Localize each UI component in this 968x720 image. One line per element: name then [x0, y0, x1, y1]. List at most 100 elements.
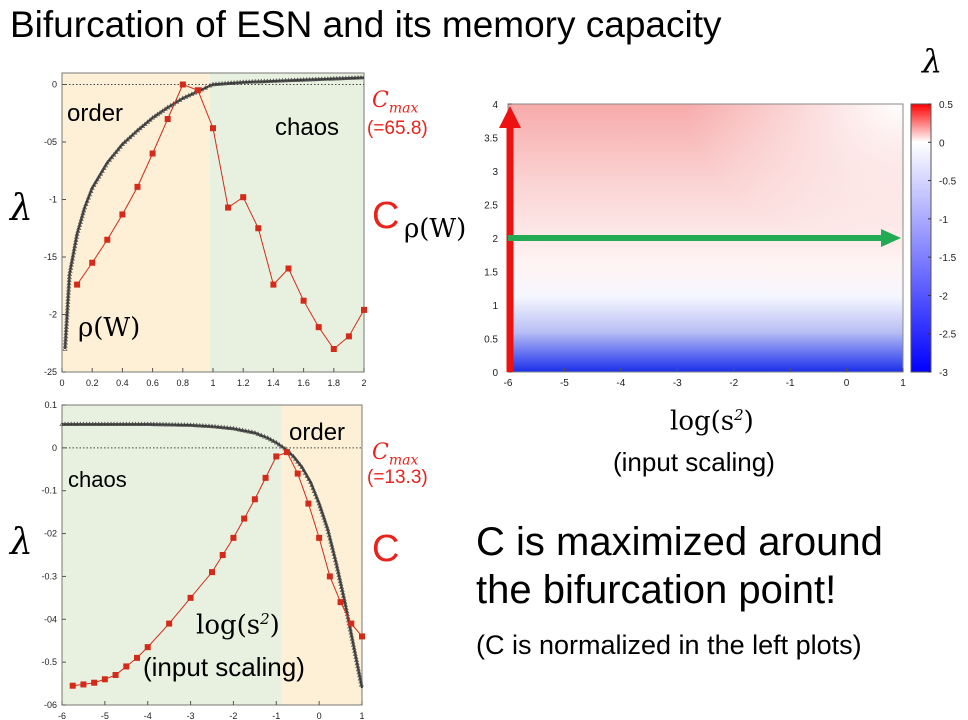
capacity-point: [273, 453, 280, 460]
capacity-point: [284, 449, 290, 456]
x-tick-label: 0.2: [86, 378, 99, 388]
colorbar-tick-label: -1: [939, 215, 948, 226]
lambda-marker: [117, 421, 123, 426]
capacity-point: [134, 183, 141, 190]
lambda-marker: [311, 488, 317, 494]
heat-y-tick-label: 0.5: [484, 335, 498, 346]
lambda-marker: [63, 324, 69, 329]
order-label-top: order: [67, 100, 124, 127]
lambda-marker: [74, 234, 80, 239]
log-s2-label-heatmap: log(s2): [670, 406, 754, 437]
lambda-marker: [94, 176, 100, 182]
lambda-marker: [246, 428, 252, 434]
lambda-marker: [90, 421, 96, 426]
lambda-marker: [252, 78, 258, 84]
lambda-marker: [91, 182, 97, 187]
lambda-marker: [129, 421, 135, 426]
lambda-marker: [215, 424, 221, 429]
lambda-marker: [105, 421, 111, 426]
capacity-point: [294, 470, 301, 477]
lambda-marker: [83, 201, 89, 206]
lambda-marker: [132, 129, 138, 135]
lambda-marker: [108, 421, 114, 426]
lambda-marker: [222, 80, 228, 86]
heat-y-tick-label: 2.5: [484, 201, 498, 212]
lambda-marker: [213, 81, 219, 86]
capacity-point: [164, 116, 171, 122]
lambda-marker: [212, 423, 218, 429]
x-tick-label: 0: [317, 711, 322, 720]
lambda-marker: [273, 78, 279, 83]
lambda-marker: [331, 551, 337, 556]
capacity-point: [80, 681, 87, 688]
lambda-marker: [99, 421, 105, 426]
lambda-marker: [267, 78, 273, 83]
capacity-line: [76, 83, 365, 350]
lambda-marker: [358, 681, 364, 687]
lambda-marker: [234, 79, 240, 85]
capacity-point: [262, 474, 269, 481]
lambda-marker: [308, 479, 314, 484]
capacity-point: [166, 620, 173, 627]
x-tick-label: -6: [58, 711, 66, 720]
lambda-marker: [66, 287, 72, 292]
cmax-value-bottom: (=13.3): [367, 467, 428, 488]
lambda-marker: [240, 427, 246, 433]
lambda-marker: [142, 421, 148, 426]
lambda-marker: [64, 318, 70, 323]
lambda-marker: [64, 315, 70, 320]
lambda-marker: [246, 79, 252, 84]
lambda-marker: [210, 81, 216, 87]
lambda-marker: [75, 228, 81, 233]
y-tick-label: -0.1: [41, 486, 57, 496]
x-tick-label: -3: [187, 711, 195, 720]
lambda-marker: [113, 149, 119, 154]
capacity-point: [348, 620, 355, 627]
lambda-marker: [320, 512, 326, 517]
lambda-marker: [276, 441, 282, 447]
lambda-marker: [270, 438, 276, 443]
lambda-marker: [70, 252, 76, 258]
lambda-marker: [328, 76, 334, 81]
lambda-marker: [139, 421, 145, 426]
capacity-point: [112, 672, 119, 678]
lambda-marker: [142, 121, 148, 126]
capacity-point: [144, 644, 151, 651]
lambda-marker: [62, 346, 68, 351]
lambda-marker: [358, 74, 364, 80]
log-s2-close-heat: ): [743, 406, 754, 437]
lambda-marker: [175, 422, 181, 427]
capacity-point: [225, 204, 232, 211]
lambda-marker: [319, 76, 325, 81]
capacity-point: [315, 324, 322, 331]
lambda-marker: [352, 75, 358, 80]
lambda-marker: [59, 421, 65, 426]
lambda-marker: [69, 255, 75, 261]
lambda-marker: [154, 421, 160, 427]
lambda-marker: [84, 198, 90, 203]
lambda-marker: [301, 77, 307, 82]
capacity-point: [270, 281, 277, 288]
lambda-marker: [145, 119, 151, 124]
rho-w-label-heatmap: ρ(W): [404, 214, 467, 244]
lambda-marker: [325, 526, 331, 531]
lambda-marker: [72, 243, 78, 249]
lambda-marker: [322, 76, 328, 81]
y-tick-label: -04: [44, 614, 57, 624]
lambda-marker: [64, 321, 70, 326]
cmax-value-top: (=65.8): [367, 118, 428, 139]
lambda-marker: [188, 422, 194, 427]
lambda-marker: [237, 426, 243, 432]
capacity-point: [219, 552, 226, 558]
x-tick-label: 2: [361, 378, 366, 388]
lambda-marker: [64, 311, 70, 317]
y-tick-label: -15: [44, 252, 57, 262]
lambda-marker: [126, 421, 132, 426]
capacity-point: [134, 654, 140, 661]
lambda-marker: [249, 79, 255, 84]
x-tick-label: -1: [272, 711, 280, 720]
capacity-point: [326, 573, 333, 580]
capacity-point: [359, 633, 365, 640]
lambda-marker: [301, 467, 307, 472]
